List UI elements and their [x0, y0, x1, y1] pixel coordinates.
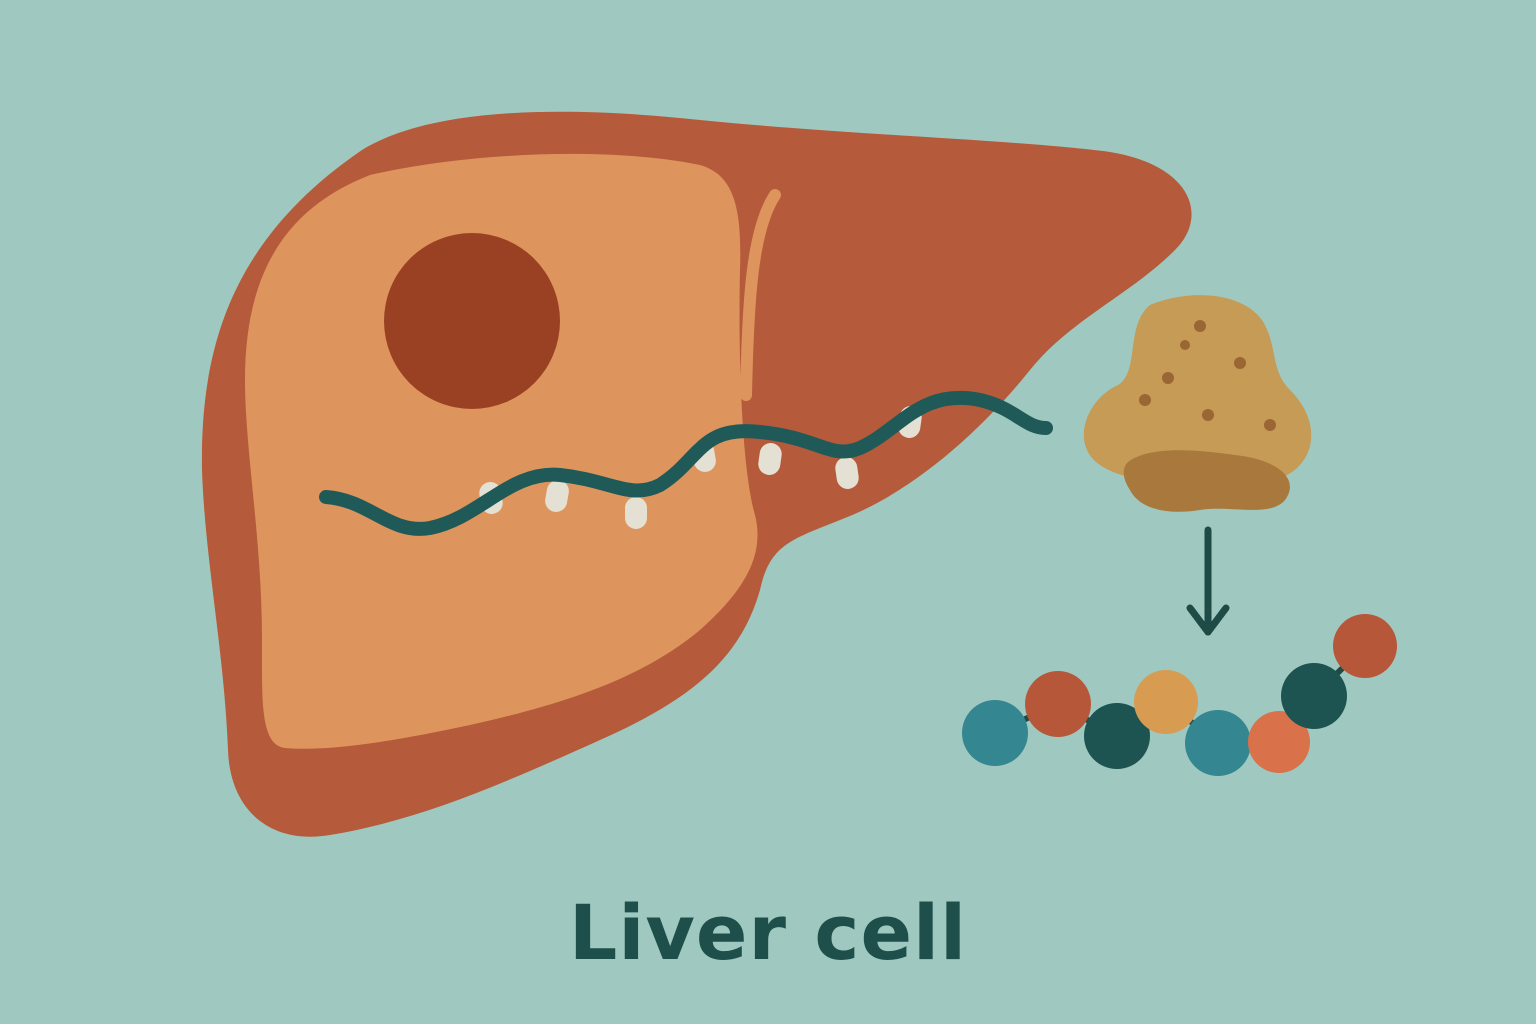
food-particle-dot: [1139, 394, 1151, 406]
amino-acid-chain-icon: [962, 614, 1397, 776]
nucleus-icon: [384, 233, 560, 409]
chain-beads: [962, 614, 1397, 776]
liver-right-lobe-seam: [740, 189, 781, 401]
rna-base: [835, 457, 859, 489]
food-particle-dot: [1234, 357, 1246, 369]
amino-acid-bead: [1134, 670, 1198, 734]
liver-icon: [201, 111, 1192, 837]
down-arrow-icon: [1186, 526, 1230, 636]
food-particle-dot: [1162, 372, 1174, 384]
food-particle-shadow: [1123, 450, 1290, 512]
amino-acid-bead: [1084, 703, 1150, 769]
amino-acid-bead: [1333, 614, 1397, 678]
food-particle-body: [1083, 295, 1312, 485]
amino-acid-bead: [1185, 710, 1251, 776]
amino-acid-bead: [1281, 663, 1347, 729]
food-particle-dot: [1180, 340, 1190, 350]
food-particle-dot: [1202, 409, 1214, 421]
amino-acid-bead: [962, 700, 1028, 766]
food-particle-dots: [1139, 320, 1276, 431]
liver-left-lobe: [245, 153, 758, 749]
food-particle-dot: [1264, 419, 1276, 431]
rna-backbone: [319, 391, 1053, 536]
amino-acid-bead: [1248, 711, 1310, 773]
rna-base: [545, 480, 569, 512]
food-particle-dot: [1194, 320, 1206, 332]
rna-base: [758, 443, 782, 475]
rna-strand-icon: [319, 391, 1053, 536]
caption-title: Liver cell: [568, 888, 968, 977]
rna-base: [625, 497, 647, 529]
amino-acid-bead: [1025, 671, 1091, 737]
food-particle-icon: [1083, 295, 1312, 512]
